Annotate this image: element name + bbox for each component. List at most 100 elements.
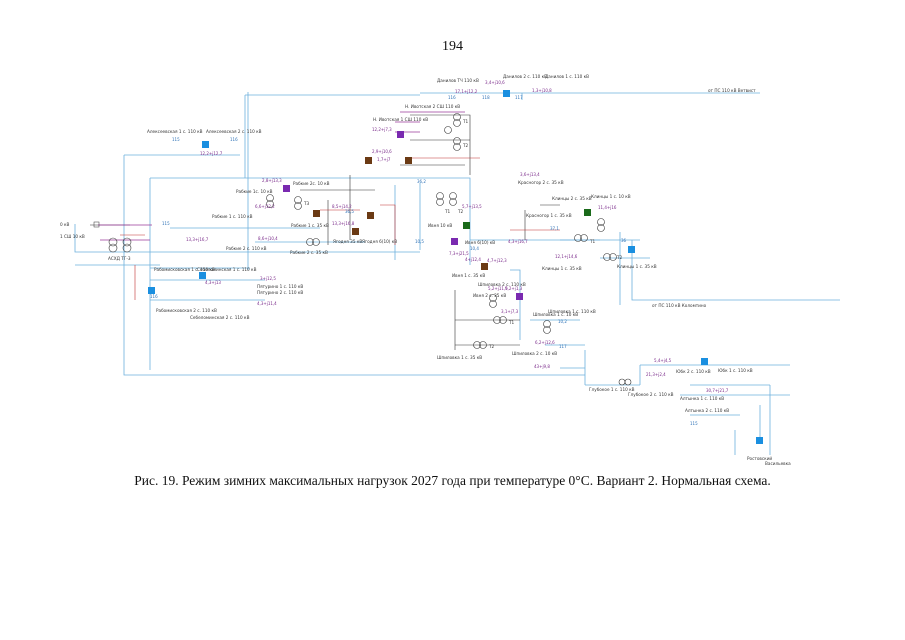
svg-text:Пятурино 2 с. 110 кВ: Пятурино 2 с. 110 кВ <box>257 290 303 295</box>
svg-text:Ивня 1 с. 35 кВ: Ивня 1 с. 35 кВ <box>452 273 485 278</box>
svg-text:13,3+j16,7: 13,3+j16,7 <box>186 237 209 242</box>
svg-text:Красногор 1 с. 35 кВ: Красногор 1 с. 35 кВ <box>526 213 572 218</box>
svg-text:Глубокое 2 с. 110 кВ: Глубокое 2 с. 110 кВ <box>628 392 674 397</box>
svg-text:11,4+j16: 11,4+j16 <box>598 205 617 210</box>
svg-text:0 кВ: 0 кВ <box>60 222 70 227</box>
svg-text:30,7+j21,7: 30,7+j21,7 <box>706 388 729 393</box>
svg-text:43+j9,8: 43+j9,8 <box>534 364 550 369</box>
svg-text:Юбк 2 с. 110 кВ: Юбк 2 с. 110 кВ <box>676 369 711 374</box>
transformers <box>108 113 632 386</box>
svg-text:Себеломинская 2 с. 110 кВ: Себеломинская 2 с. 110 кВ <box>190 315 250 320</box>
svg-text:4+j12,4: 4+j12,4 <box>465 257 481 262</box>
svg-text:3,6+j13,4: 3,6+j13,4 <box>520 172 540 177</box>
svg-text:Клинцы 1 с. 10 кВ: Клинцы 1 с. 10 кВ <box>591 194 631 199</box>
svg-text:10,4: 10,4 <box>470 246 479 251</box>
svg-text:Ягодня 35 кВ: Ягодня 35 кВ <box>333 239 362 244</box>
svg-text:Н. Ивотская 2 СШ 110 кВ: Н. Ивотская 2 СШ 110 кВ <box>405 104 460 109</box>
svg-text:10,5: 10,5 <box>415 239 424 244</box>
svg-text:T3: T3 <box>303 201 310 206</box>
svg-text:9,2+j1,3: 9,2+j1,3 <box>505 286 523 291</box>
scheme-labels: Данилов 2 с. 110 кВ Данилов 1 с. 110 кВ … <box>60 74 791 466</box>
svg-text:36,5: 36,5 <box>345 209 354 214</box>
svg-text:Алексеевская 2 с. 110 кВ: Алексеевская 2 с. 110 кВ <box>206 129 262 134</box>
svg-text:Рабомисковская 1 с. 110 кВ: Рабомисковская 1 с. 110 кВ <box>154 267 215 272</box>
svg-text:T2: T2 <box>457 209 464 214</box>
svg-text:8,6+j10,4: 8,6+j10,4 <box>258 236 278 241</box>
svg-text:117: 117 <box>515 95 523 100</box>
svg-text:Ивня 2 с. 35 кВ: Ивня 2 с. 35 кВ <box>473 293 506 298</box>
svg-text:Пятурино 1 с. 110 кВ: Пятурино 1 с. 110 кВ <box>257 284 303 289</box>
svg-text:Клинцы 1 с. 35 кВ: Клинцы 1 с. 35 кВ <box>617 264 657 269</box>
svg-text:Данилов 2 с. 110 кВ: Данилов 2 с. 110 кВ <box>503 74 547 79</box>
svg-text:1 СШ 10 кВ: 1 СШ 10 кВ <box>60 234 85 239</box>
svg-text:Алтынка 2 с. 110 кВ: Алтынка 2 с. 110 кВ <box>685 408 729 413</box>
svg-text:Данилов ТЧ 110 кВ: Данилов ТЧ 110 кВ <box>437 78 479 83</box>
svg-text:от ПС 110 кВ Коломтино: от ПС 110 кВ Коломтино <box>652 303 707 308</box>
svg-text:АСХД ТГ-3: АСХД ТГ-3 <box>108 256 131 261</box>
svg-text:115: 115 <box>162 221 170 226</box>
svg-text:Шпиловка 2 с. 110 кВ: Шпиловка 2 с. 110 кВ <box>478 282 526 287</box>
svg-text:Рабкие 2с. 10 кВ: Рабкие 2с. 10 кВ <box>293 181 330 186</box>
svg-text:3+j12,5: 3+j12,5 <box>260 276 276 281</box>
svg-text:от ПС 110 кВ Ветвист: от ПС 110 кВ Ветвист <box>708 88 756 93</box>
svg-text:6,6+j12,2: 6,6+j12,2 <box>255 204 275 209</box>
svg-text:117: 117 <box>559 344 567 349</box>
svg-text:3,1+j7,3: 3,1+j7,3 <box>501 309 519 314</box>
svg-text:1,3+j10,8: 1,3+j10,8 <box>532 88 552 93</box>
svg-text:12,2+j7,3: 12,2+j7,3 <box>372 127 392 132</box>
svg-text:2,8+j13,3: 2,8+j13,3 <box>262 178 282 183</box>
red-feeders <box>120 157 560 300</box>
transmission-lines <box>74 92 840 455</box>
busbars <box>98 111 465 241</box>
svg-text:115: 115 <box>172 137 180 142</box>
svg-text:116: 116 <box>448 95 456 100</box>
svg-text:Алексеевская 1 с. 110 кВ: Алексеевская 1 с. 110 кВ <box>147 129 203 134</box>
svg-text:T2: T2 <box>488 344 495 349</box>
svg-text:6,2+j12,6: 6,2+j12,6 <box>535 340 555 345</box>
svg-text:Рабкие 2 с. 110 кВ: Рабкие 2 с. 110 кВ <box>226 246 267 251</box>
svg-text:Н. Ивотская 1 СШ 110 кВ: Н. Ивотская 1 СШ 110 кВ <box>373 117 428 122</box>
figure-caption: Рис. 19. Режим зимних максимальных нагру… <box>134 473 771 488</box>
scheme-voltages: 116 118 117 115 116 36,5 10,5 36,2 10,4 … <box>150 95 698 426</box>
svg-text:36: 36 <box>621 238 627 243</box>
svg-text:Рабомисковская 2 с. 110 кВ: Рабомисковская 2 с. 110 кВ <box>156 308 217 313</box>
svg-text:115: 115 <box>690 421 698 426</box>
svg-text:Красногор 2 с. 35 кВ: Красногор 2 с. 35 кВ <box>518 180 564 185</box>
svg-text:Ивня 6(10) кВ: Ивня 6(10) кВ <box>465 240 495 245</box>
svg-text:4,3+j16,7: 4,3+j16,7 <box>508 239 528 244</box>
svg-text:Юбк 1 с. 110 кВ: Юбк 1 с. 110 кВ <box>718 368 753 373</box>
svg-text:17,1+j12,2: 17,1+j12,2 <box>455 89 478 94</box>
svg-text:Шпиловка 1 с. 10 кВ: Шпиловка 1 с. 10 кВ <box>533 312 578 317</box>
svg-text:8,5+j14,2: 8,5+j14,2 <box>332 204 352 209</box>
svg-text:Васильевка: Васильевка <box>765 461 791 466</box>
svg-text:Ягодня 6(10) кВ: Ягодня 6(10) кВ <box>362 239 397 244</box>
svg-text:T2: T2 <box>616 255 623 260</box>
svg-text:T1: T1 <box>444 209 451 214</box>
svg-text:4,7+j12,3: 4,7+j12,3 <box>487 258 507 263</box>
svg-text:5,4+j4,5: 5,4+j4,5 <box>654 358 672 363</box>
svg-text:118: 118 <box>482 95 490 100</box>
page-number: 194 <box>442 39 463 54</box>
svg-text:Алтынка 1 с. 110 кВ: Алтынка 1 с. 110 кВ <box>680 396 724 401</box>
svg-text:2,9+j10,6: 2,9+j10,6 <box>372 149 392 154</box>
svg-text:7,3+j21,5: 7,3+j21,5 <box>449 251 469 256</box>
svg-text:Рабкие 1 с. 110 кВ: Рабкие 1 с. 110 кВ <box>212 214 253 219</box>
svg-text:4,3+j13: 4,3+j13 <box>205 280 221 285</box>
svg-text:36,2: 36,2 <box>417 179 426 184</box>
svg-text:4,3+j11,4: 4,3+j11,4 <box>257 301 277 306</box>
svg-text:Ростовский: Ростовский <box>747 456 772 461</box>
svg-text:5,7+j13,5: 5,7+j13,5 <box>462 204 482 209</box>
scheme-markers: T1 T2 T3 T1 T2 T1 T2 T1 T2 <box>303 119 623 349</box>
svg-text:Шпиловка 1 с. 35 кВ: Шпиловка 1 с. 35 кВ <box>437 355 482 360</box>
svg-text:T1: T1 <box>508 320 515 325</box>
svg-text:T1: T1 <box>589 239 596 244</box>
svg-text:Себеломинская 1 с. 110 кВ: Себеломинская 1 с. 110 кВ <box>197 267 257 272</box>
svg-text:T2: T2 <box>462 143 469 148</box>
svg-text:5,2+j11,5: 5,2+j11,5 <box>488 286 508 291</box>
svg-text:116: 116 <box>230 137 238 142</box>
svg-text:1,7+j7: 1,7+j7 <box>377 157 391 162</box>
svg-text:10,2: 10,2 <box>558 319 567 324</box>
svg-text:12,1+j14,6: 12,1+j14,6 <box>555 254 578 259</box>
svg-text:Шпиловка 2 с. 10 кВ: Шпиловка 2 с. 10 кВ <box>512 351 557 356</box>
